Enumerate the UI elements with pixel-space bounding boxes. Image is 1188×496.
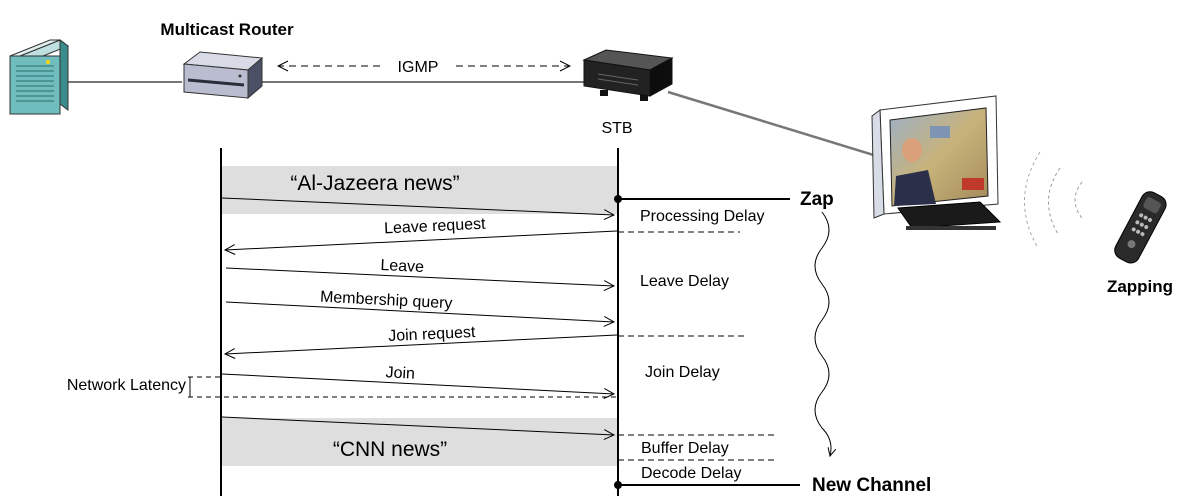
stb-tv-link xyxy=(667,90,891,162)
join-label: Join xyxy=(385,364,415,382)
igmp-label: IGMP xyxy=(398,59,439,76)
leave-label: Leave xyxy=(380,257,424,276)
wireless-wave-3 xyxy=(1024,151,1041,249)
stream-arrow-old xyxy=(221,197,614,215)
membership-query-label: Membership query xyxy=(320,289,453,313)
leave-request-arrow xyxy=(225,230,618,250)
join-request-label: Join request xyxy=(388,324,476,345)
server-icon xyxy=(9,39,70,115)
old-channel-label: “Al-Jazeera news” xyxy=(290,172,459,195)
join-delay-label: Join Delay xyxy=(645,364,720,381)
stream-arrow-new xyxy=(221,416,614,435)
membership-query-arrow xyxy=(225,301,614,322)
zapping-label: Zapping xyxy=(1107,277,1173,296)
leave-arrow xyxy=(225,267,614,286)
join-request-arrow xyxy=(225,334,618,354)
router-icon xyxy=(182,51,264,100)
network-latency-label: Network Latency xyxy=(67,377,186,394)
router-label: Multicast Router xyxy=(160,20,294,39)
processing-delay-label: Processing Delay xyxy=(640,208,765,225)
leave-delay-label: Leave Delay xyxy=(640,273,729,290)
zap-label: Zap xyxy=(800,189,834,210)
stb-label: STB xyxy=(601,120,632,137)
buffer-delay-label: Buffer Delay xyxy=(641,440,729,457)
new-channel-event-label: New Channel xyxy=(812,475,931,496)
remote-control-icon xyxy=(1114,191,1167,264)
leave-request-label: Leave request xyxy=(384,216,487,238)
wireless-wave-2 xyxy=(1048,167,1061,235)
decode-delay-label: Decode Delay xyxy=(641,465,742,482)
old-channel-stream xyxy=(222,166,618,214)
wireless-wave-1 xyxy=(1074,181,1083,219)
set-top-box-icon xyxy=(582,49,674,101)
join-arrow xyxy=(221,373,614,394)
zapping-time-wave xyxy=(814,211,831,456)
new-channel-label: “CNN news” xyxy=(333,438,447,461)
zap-dot xyxy=(614,195,622,203)
new-channel-dot xyxy=(614,481,622,489)
television-icon xyxy=(871,95,1002,230)
